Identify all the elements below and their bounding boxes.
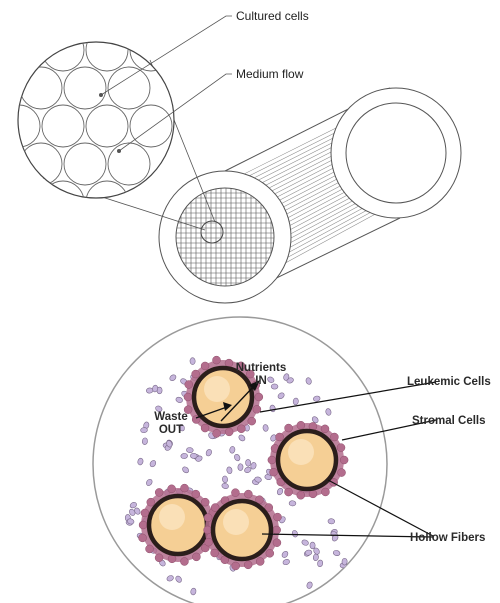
stromal-cell — [201, 424, 209, 432]
stromal-cell — [204, 514, 212, 522]
stromal-cell — [168, 485, 176, 493]
stromal-cell — [225, 359, 233, 367]
stromal-cell — [297, 491, 305, 499]
stromal-cell — [213, 429, 221, 437]
stromal-cell — [268, 456, 276, 464]
leukemic-cell — [140, 427, 147, 433]
stromal-cell — [201, 498, 209, 506]
leukemic-cell — [293, 398, 299, 405]
label-cultured-cells: Cultured cells — [236, 9, 309, 23]
leukemic-cell — [142, 438, 148, 445]
label-in: IN — [255, 375, 267, 387]
stromal-cell — [274, 513, 282, 521]
stromal-cell — [270, 468, 278, 476]
stromal-cell — [204, 526, 212, 534]
stromal-cell — [256, 557, 264, 565]
stromal-cell — [155, 488, 163, 496]
leukemic-cell — [353, 574, 360, 582]
stromal-cell — [255, 393, 263, 401]
leukemic-cell — [190, 453, 197, 459]
fiber-highlight — [159, 504, 185, 530]
stromal-cell — [225, 428, 233, 436]
stromal-cell — [297, 421, 305, 429]
leukemic-cell — [222, 476, 228, 483]
stromal-cell — [139, 521, 147, 529]
leukemic-cell — [313, 554, 319, 561]
leukemic-cell — [354, 562, 362, 570]
leukemic-cell — [190, 358, 195, 365]
stromal-cell — [181, 484, 189, 492]
magnified-fiber — [0, 29, 40, 71]
cartridge-near-end — [159, 171, 291, 303]
stromal-cell — [285, 424, 293, 432]
label-hollow-fibers: Hollow Fibers — [410, 532, 485, 544]
stromal-cell — [231, 489, 239, 497]
stromal-cell — [155, 554, 163, 562]
stromal-cell — [180, 558, 188, 566]
stromal-cell — [248, 417, 256, 425]
stromal-cell — [273, 526, 281, 534]
leukemic-cell — [350, 583, 357, 591]
stromal-cell — [244, 490, 252, 498]
stromal-cell — [201, 362, 209, 370]
stromal-cell — [284, 488, 292, 496]
stromal-cell — [141, 509, 149, 517]
leukemic-cell — [186, 447, 193, 453]
stromal-cell — [266, 549, 274, 557]
magnified-fiber — [0, 67, 18, 109]
cartridge-far-end — [331, 88, 461, 218]
cartridge-diagram: Cultured cells Medium flow — [0, 9, 461, 303]
stromal-cell — [321, 488, 329, 496]
stromal-cell — [338, 469, 346, 477]
stromal-cell — [232, 562, 240, 570]
stromal-cell — [192, 490, 200, 498]
stromal-cell — [146, 545, 154, 553]
leukemic-cell — [181, 453, 188, 459]
leukemic-cell — [328, 518, 335, 524]
leukemic-cell — [342, 558, 348, 565]
leukemic-cell — [238, 464, 244, 471]
label-waste: Waste — [154, 411, 187, 423]
stromal-cell — [253, 405, 261, 413]
stromal-cell — [337, 444, 345, 452]
stromal-cell — [340, 456, 348, 464]
stromal-cell — [211, 549, 219, 557]
stromal-cell — [139, 534, 147, 542]
stromal-cell — [192, 553, 200, 561]
label-nutrients: Nutrients — [236, 362, 286, 374]
magnified-fiber — [0, 181, 40, 223]
cross-section-diagram: Nutrients IN Waste OUT Leukemic Cells St… — [93, 317, 491, 603]
magnified-fiber — [0, 143, 18, 185]
stromal-cell — [330, 433, 338, 441]
stromal-cell — [185, 381, 193, 389]
label-medium-flow: Medium flow — [236, 67, 304, 81]
stromal-cell — [244, 561, 252, 569]
fiber-highlight — [288, 439, 314, 465]
stromal-cell — [184, 393, 192, 401]
stromal-cell — [147, 498, 155, 506]
stromal-cell — [205, 538, 213, 546]
leukemic-cell — [245, 459, 251, 466]
leukemic-cell — [289, 501, 296, 507]
stromal-cell — [237, 425, 245, 433]
magnified-view — [0, 29, 174, 223]
fiber-highlight — [223, 509, 249, 535]
stromal-cell — [273, 539, 281, 547]
label-stromal-cells: Stromal Cells — [412, 415, 486, 427]
leukemic-cell — [343, 568, 351, 577]
fiber-highlight — [204, 376, 230, 402]
label-leukemic-cells: Leukemic Cells — [407, 376, 491, 388]
leukemic-cell — [271, 384, 278, 389]
stromal-cell — [276, 433, 284, 441]
stromal-cell — [321, 425, 329, 433]
stromal-cell — [192, 370, 200, 378]
stromal-cell — [309, 490, 317, 498]
leukemic-cell — [310, 542, 315, 549]
label-out: OUT — [159, 424, 183, 436]
stromal-cell — [212, 356, 220, 364]
